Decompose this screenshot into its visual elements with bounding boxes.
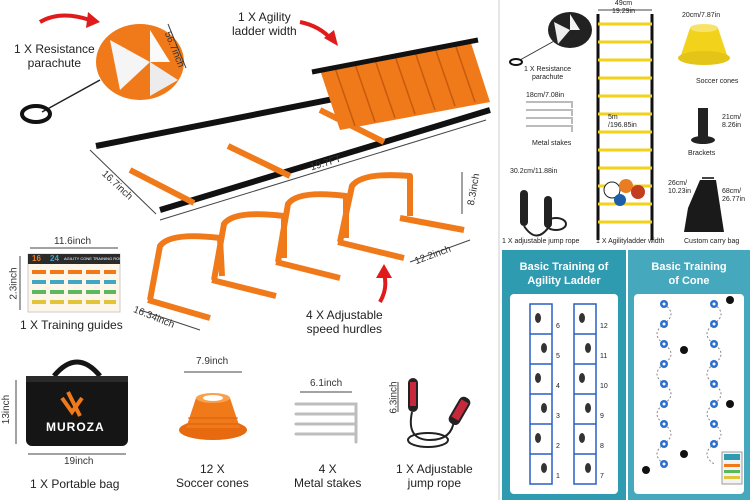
spec-rope-icon xyxy=(520,190,567,237)
speed-hurdles-icon xyxy=(147,172,465,321)
spec-stake-dim: 18cm/7.08in xyxy=(526,92,565,99)
rope-dim: 6.3inch xyxy=(388,381,400,414)
bag-brand: MUROZA xyxy=(46,420,105,434)
spec-bag-dim-1: 26cm/10.23in xyxy=(668,180,691,195)
metal-stakes-icon xyxy=(294,402,358,444)
hurdle-arrow-icon xyxy=(378,273,388,303)
spec-bracket-label: Brackets xyxy=(688,150,716,157)
guide-height-dim: 2.3inch xyxy=(8,267,20,300)
spec-cone-label: Soccer cones xyxy=(696,78,739,85)
jump-rope-icon xyxy=(407,378,471,448)
balls-icon xyxy=(603,179,645,206)
guide-title: AGILITY CONE TRAINING ROUTINES xyxy=(64,256,134,261)
spec-illustration xyxy=(509,9,730,240)
bag-label: 1 X Portable bag xyxy=(30,477,120,491)
spec-rope-dim: 30.2cm/11.88in xyxy=(510,168,558,175)
cone-drill-diagram xyxy=(642,296,743,485)
spec-rope-label: 1 X adjustable jump rope xyxy=(502,238,580,245)
spec-parachute-icon xyxy=(509,12,592,66)
guide-label: 1 X Training guides xyxy=(20,318,123,332)
ladder-drill-diagram xyxy=(529,303,597,485)
spec-ladder-length: 5m/196.85in xyxy=(608,114,637,129)
spec-stakes-icon xyxy=(526,101,573,132)
bag-width-dim: 19inch xyxy=(64,456,94,467)
divider xyxy=(498,0,500,500)
portable-bag-icon xyxy=(26,359,128,446)
stake-dim: 6.1inch xyxy=(310,378,343,389)
spec-carry-bag-icon xyxy=(684,177,724,232)
parachute-arrow-icon xyxy=(38,13,91,24)
spec-stake-label: Metal stakes xyxy=(532,140,572,147)
guide-width-dim: 11.6inch xyxy=(54,236,92,247)
cone-training-card xyxy=(634,294,744,494)
spec-bracket-icon xyxy=(691,108,715,144)
spec-ladder-label: 1 X Agilityladder width xyxy=(596,238,665,245)
agility-ladder-icon xyxy=(95,37,491,213)
spec-cone-dim: 20cm/7.87in xyxy=(682,12,721,19)
spec-cone-icon xyxy=(678,24,730,65)
spec-bag-dim-2: 68cm/26.77in xyxy=(722,188,745,203)
product-illustration xyxy=(15,12,491,455)
spec-bracket-dim: 21cm/8.26in xyxy=(722,114,742,129)
spec-bag-label: Custom carry bag xyxy=(684,238,740,245)
cone-dim: 7.9inch xyxy=(196,356,229,367)
parachute-icon xyxy=(20,24,184,124)
training-guide-icon xyxy=(27,253,121,313)
soccer-cones-icon xyxy=(179,393,247,440)
bag-height-dim: 13inch xyxy=(1,394,13,425)
guide-number-b: 24 xyxy=(50,254,59,263)
guide-number-a: 16 xyxy=(32,254,41,263)
